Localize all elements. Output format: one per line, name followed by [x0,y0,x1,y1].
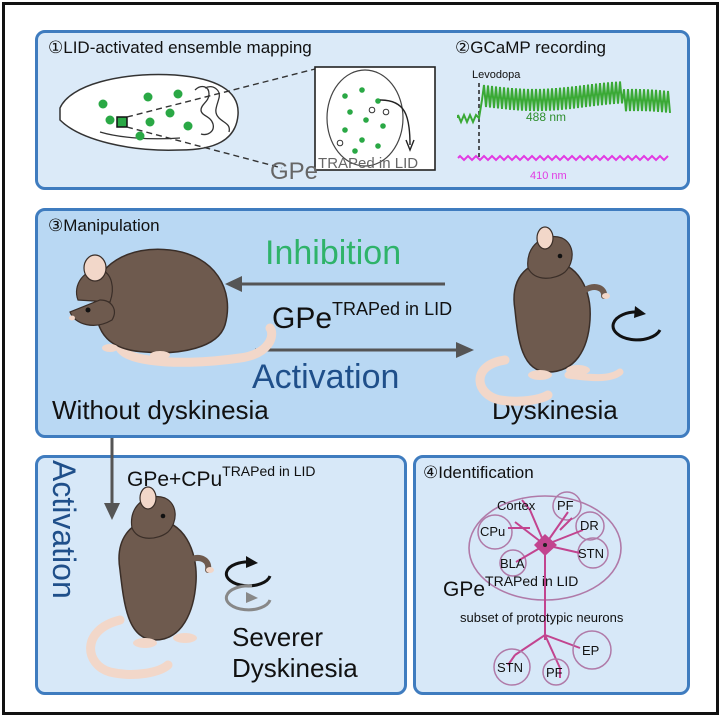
region-cortex: Cortex [497,498,536,513]
region-pf-top: PF [557,498,574,513]
prototypic-subset-label: subset of prototypic neurons [460,610,624,625]
trace-410-label: 410 nm [530,170,567,182]
panel3-title: ③Manipulation [48,216,160,235]
inhibition-label: Inhibition [265,234,402,272]
region-pf-bottom: PF [546,665,563,680]
severer-caption-line1: Severer [232,622,324,652]
region-ep: EP [582,643,600,658]
region-stn-bottom: STN [497,660,523,675]
region-bla: BLA [500,556,525,571]
levodopa-label: Levodopa [472,69,521,81]
severer-caption-line2: Dyskinesia [232,653,358,683]
dyskinesia-caption: Dyskinesia [492,395,618,425]
gpe-traped-label: GPeTRAPed in LID [270,154,419,185]
trace-488-label: 488 nm [526,110,567,124]
panel1-title: ①LID-activated ensemble mapping [48,38,312,57]
region-cpu: CPu [480,524,506,539]
activation-label: Activation [252,358,400,396]
region-stn-top: STN [578,546,604,561]
gpe-cpu-traped-label: GPe+CPuTRAPed in LID [127,462,316,492]
panel2-title: ②GCaMP recording [455,38,606,57]
activation-vertical-label: Activation [46,460,82,599]
gpe-traped-center-label: GPeTRAPed in LID [272,298,453,336]
region-dr: DR [580,518,599,533]
without-dyskinesia-caption: Without dyskinesia [52,395,269,425]
panel4-title: ④Identification [423,463,534,482]
gpe-traped-identification-label: GPeTRAPed in LID [443,572,579,602]
